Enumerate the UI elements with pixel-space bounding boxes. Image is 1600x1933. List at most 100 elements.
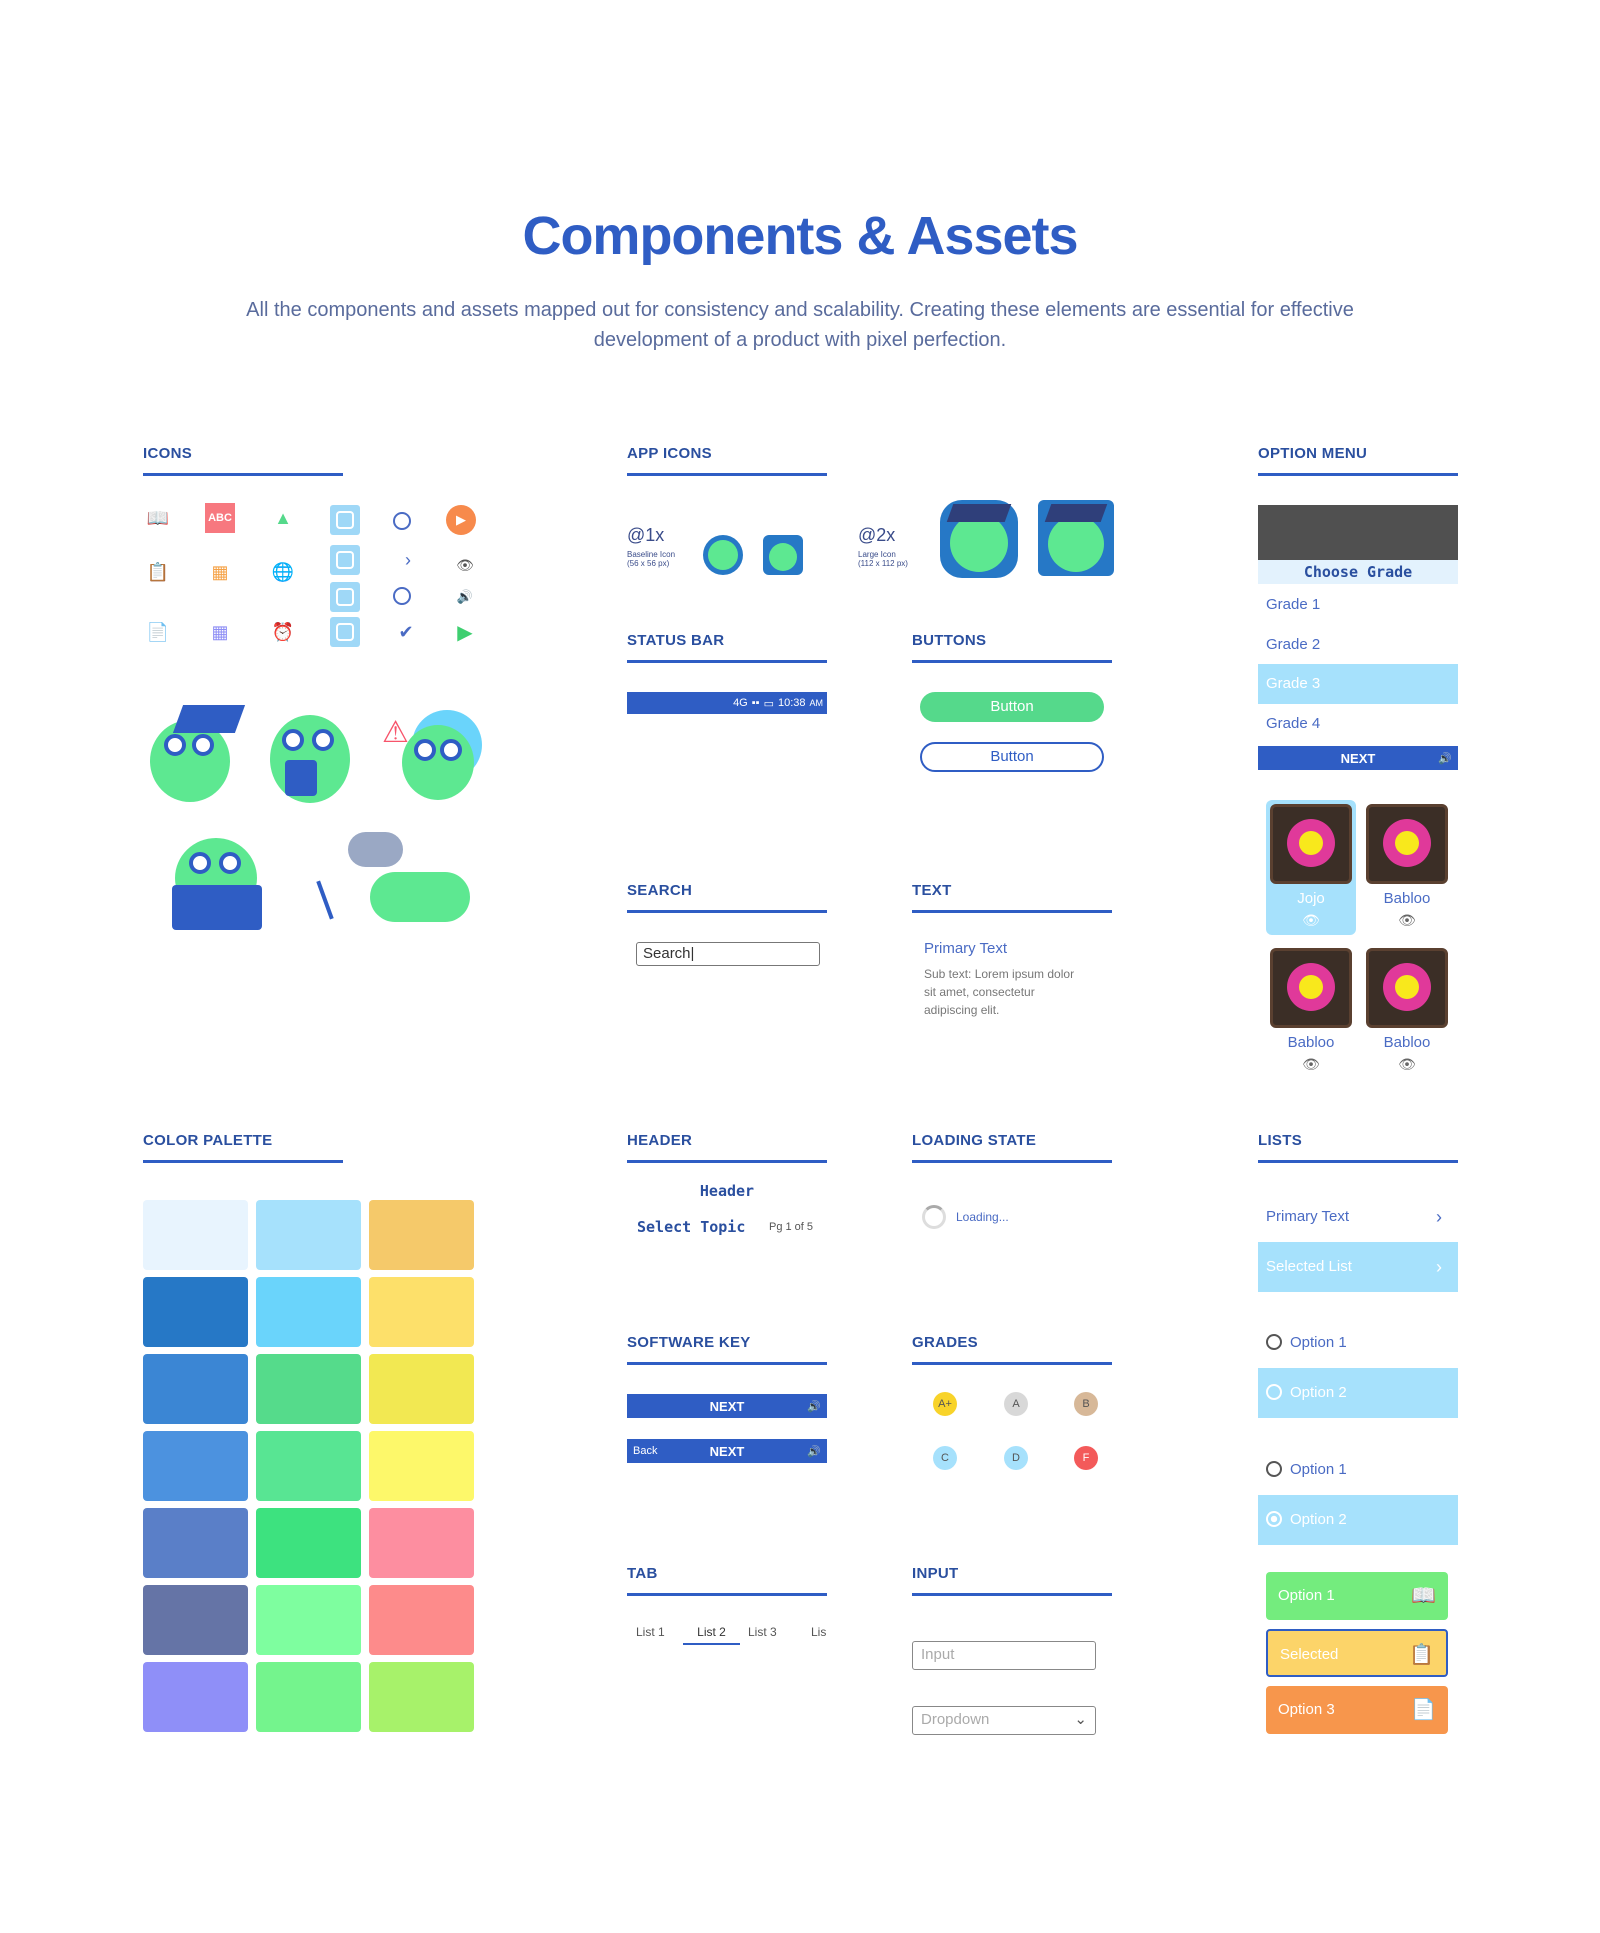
- section-software-key: SOFTWARE KEY: [627, 1334, 827, 1365]
- header-page-indicator: Pg 1 of 5: [769, 1221, 814, 1233]
- grade-badge-a-plus: A+: [933, 1392, 957, 1416]
- next-label: NEXT: [1340, 750, 1376, 766]
- eye-icon[interactable]: 👁: [1302, 1056, 1320, 1072]
- calculator-icon: ▦: [211, 621, 229, 642]
- check-circle-icon: ✔: [398, 621, 414, 642]
- page-subtitle: All the components and assets mapped out…: [240, 295, 1360, 355]
- avatar-tile-babloo[interactable]: [1270, 948, 1352, 1028]
- section-status-bar: STATUS BAR: [627, 632, 828, 663]
- color-swatch: [143, 1354, 248, 1424]
- grade-badge-f: F: [1074, 1446, 1098, 1470]
- section-color-palette: COLOR PALETTE: [143, 1132, 344, 1163]
- avatar-tile-jojo[interactable]: [1270, 804, 1352, 884]
- circle-outline-icon: [1266, 1334, 1282, 1350]
- color-swatch: [256, 1200, 361, 1270]
- color-swatch: [369, 1585, 474, 1655]
- grade-option-1[interactable]: Grade 1: [1266, 596, 1321, 613]
- color-swatch: [256, 1431, 361, 1501]
- tab-list-3[interactable]: List 3: [748, 1625, 777, 1639]
- radio-option-2-selected[interactable]: Option 2: [1258, 1495, 1458, 1545]
- checkbox-option-2-selected[interactable]: Option 2: [1258, 1368, 1458, 1418]
- avatar-tile-babloo[interactable]: [1366, 948, 1448, 1028]
- color-swatch: [256, 1354, 361, 1424]
- play-circle-icon[interactable]: ▶: [446, 505, 476, 535]
- app-icon-2x-caption: Large Icon(112 x 112 px): [858, 550, 908, 568]
- eye-icon[interactable]: 👁: [1398, 912, 1416, 928]
- radio-option-1[interactable]: Option 1: [1258, 1445, 1458, 1495]
- caption-2: (112 x 112 px): [858, 559, 908, 568]
- grade-badge-d: D: [1004, 1446, 1028, 1470]
- avatar-name: Babloo: [1383, 890, 1431, 907]
- color-swatch: [143, 1277, 248, 1347]
- loading-label: Loading...: [956, 1210, 1009, 1224]
- eye-icon[interactable]: 👁: [1398, 1056, 1416, 1072]
- secondary-button[interactable]: Button: [920, 742, 1104, 772]
- radio-empty-icon: [393, 512, 411, 530]
- owl-sleeping-illustration: [370, 872, 470, 922]
- app-icon-1x-label: @1x: [627, 525, 665, 545]
- sub-text-line-3: adipiscing elit.: [924, 1003, 1000, 1017]
- card-option-1[interactable]: Option 1📖: [1266, 1572, 1448, 1620]
- dropdown-select[interactable]: Dropdown⌄: [912, 1706, 1096, 1735]
- color-swatch: [143, 1200, 248, 1270]
- avatar-tile-babloo[interactable]: [1366, 804, 1448, 884]
- page-title: Components & Assets: [522, 206, 1078, 266]
- option-menu-next-button[interactable]: NEXT🔊: [1258, 746, 1458, 770]
- sub-text-line-2: sit amet, consectetur: [924, 985, 1035, 999]
- timer-icon: ⏰: [271, 621, 295, 642]
- card-option-3[interactable]: Option 3📄: [1266, 1686, 1448, 1734]
- color-swatch: [143, 1585, 248, 1655]
- speaker-icon: 🔊: [807, 1400, 821, 1413]
- app-icon-1x-caption: Baseline Icon(56 x 56 px): [627, 550, 675, 568]
- search-input[interactable]: Search|: [636, 942, 820, 966]
- signal-icon: ▪▪: [751, 697, 760, 709]
- section-search: SEARCH: [627, 882, 828, 913]
- app-icon-round-small: [703, 535, 743, 575]
- graduation-cap-illustration: [172, 705, 246, 733]
- softkey-next-bar[interactable]: NEXT🔊: [627, 1394, 827, 1418]
- grade-badge-a: A: [1004, 1392, 1028, 1416]
- section-header: HEADER: [627, 1132, 828, 1163]
- primary-text: Primary Text: [924, 940, 1008, 957]
- app-icon-square-small: [763, 535, 803, 575]
- network-label: 4G: [733, 697, 748, 709]
- option-label: Option 1: [1290, 1334, 1347, 1351]
- tab-list-4[interactable]: Lis: [811, 1625, 827, 1639]
- subtitle-line-2: development of a product with pixel perf…: [593, 329, 1007, 351]
- section-text: TEXT: [912, 882, 1110, 913]
- eye-icon[interactable]: 👁: [456, 556, 474, 573]
- option-label: Option 1: [1290, 1461, 1347, 1478]
- eye-icon[interactable]: 👁: [1302, 912, 1320, 928]
- warning-sign-icon: ⚠: [382, 716, 409, 749]
- avatar-name: Jojo: [1297, 890, 1325, 907]
- grade-option-4[interactable]: Grade 4: [1266, 715, 1321, 732]
- play-icon[interactable]: ▶: [457, 621, 473, 644]
- chevron-right-icon: ›: [1436, 1207, 1442, 1227]
- chevron-right-icon: ›: [1436, 1257, 1442, 1277]
- grade-option-2[interactable]: Grade 2: [1266, 636, 1321, 653]
- option-menu-title: Choose Grade: [1258, 560, 1458, 584]
- sub-text: Sub text: Lorem ipsum dolor sit amet, co…: [924, 965, 1074, 1019]
- list-item-selected[interactable]: Selected List›: [1258, 1242, 1458, 1292]
- primary-button[interactable]: Button: [920, 692, 1104, 722]
- document-grade-icon: 📄: [146, 621, 170, 642]
- text-input-field[interactable]: Input: [912, 1641, 1096, 1670]
- color-swatch: [369, 1277, 474, 1347]
- status-bar: 4G ▪▪ ▭ 10:38 AM: [627, 692, 827, 714]
- list-item-primary[interactable]: Primary Text›: [1258, 1192, 1458, 1242]
- checkbox-option-1[interactable]: Option 1: [1258, 1318, 1458, 1368]
- section-input: INPUT: [912, 1565, 1110, 1596]
- chevron-square-icon: [330, 545, 360, 575]
- avatar-name: Babloo: [1287, 1034, 1335, 1051]
- color-swatch: [369, 1508, 474, 1578]
- card-option-selected[interactable]: Selected📋: [1266, 1629, 1448, 1677]
- grade-option-3-selected[interactable]: Grade 3: [1258, 664, 1458, 704]
- tab-list-1[interactable]: List 1: [636, 1625, 665, 1639]
- tab-list-2-active[interactable]: List 2: [683, 1625, 740, 1645]
- color-swatch: [256, 1277, 361, 1347]
- speaker-icon[interactable]: 🔊: [456, 589, 474, 604]
- book-icon: 📖: [146, 507, 170, 528]
- grade-badge-c: C: [933, 1446, 957, 1470]
- option-label: Option 2: [1290, 1384, 1347, 1401]
